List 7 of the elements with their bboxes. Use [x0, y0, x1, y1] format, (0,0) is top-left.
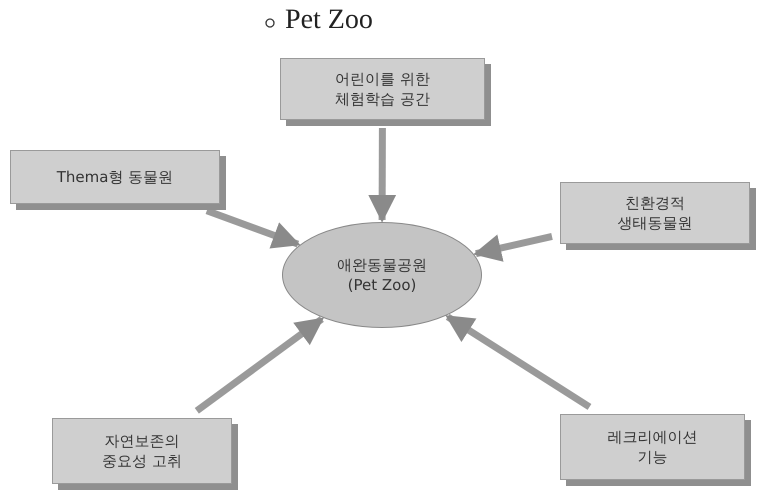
arrow [368, 128, 396, 223]
title: Pet Zoo [285, 4, 373, 36]
center-ellipse: 애완동물공원 (Pet Zoo) [282, 222, 482, 328]
arrow [206, 207, 301, 249]
arrow [473, 232, 553, 262]
arrow [194, 316, 324, 414]
arrow [445, 314, 592, 410]
